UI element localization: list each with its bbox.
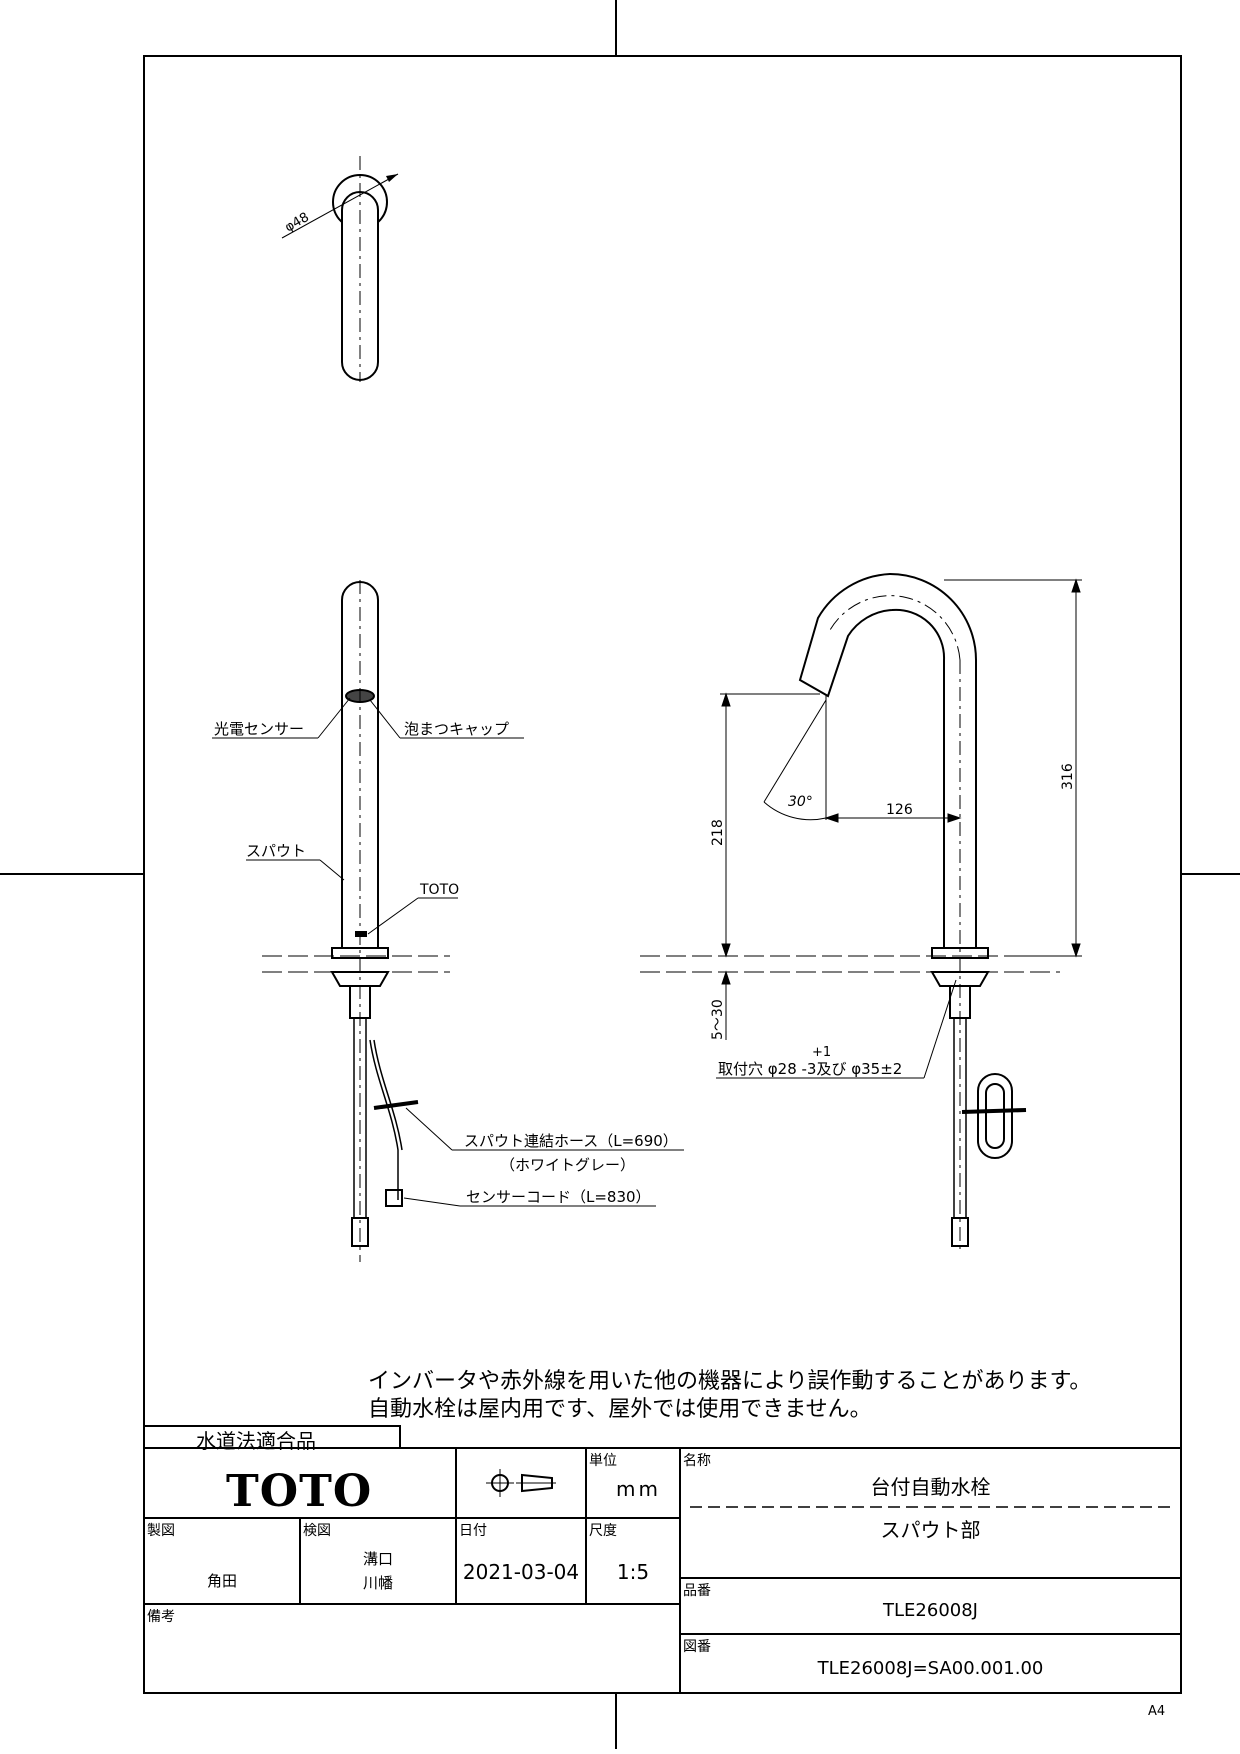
scale-label: 尺度: [589, 1523, 617, 1539]
remarks-label: 備考: [147, 1609, 175, 1625]
unit-label: 単位: [589, 1453, 617, 1469]
top-view: [281, 156, 399, 382]
name-label: 名称: [683, 1453, 711, 1469]
scale-value: 1:5: [616, 1560, 650, 1584]
date-label: 日付: [459, 1523, 487, 1539]
front-view: [262, 580, 450, 1262]
certification-label: 水道法適合品: [196, 1429, 316, 1453]
dim-5-30: 5〜30: [710, 999, 726, 1040]
hose-color-label: （ホワイトグレー）: [500, 1156, 635, 1174]
product-name: 台付自動水栓: [870, 1475, 991, 1499]
toto-mark-label: TOTO: [419, 882, 459, 898]
phi48-label: φ48: [283, 210, 312, 236]
product-subname: スパウト部: [880, 1518, 981, 1542]
front-leaders: [212, 697, 684, 1207]
dim-218: 218: [710, 819, 726, 846]
warning-note-2: 自動水栓は屋内用です、屋外では使用できません。: [368, 1397, 872, 1422]
mount-hole-tolerance: +1: [812, 1045, 831, 1060]
sensor-label: 光電センサー: [214, 720, 304, 738]
date-value: 2021-03-04: [462, 1560, 580, 1584]
toto-logo: TOTO: [226, 1466, 373, 1517]
side-view: [798, 572, 1027, 1250]
warning-note-1: インバータや赤外線を用いた他の機器により誤作動することがあります。: [368, 1369, 1092, 1394]
dim-316: 316: [1060, 763, 1076, 790]
side-dimensions: [640, 578, 1082, 1079]
angle-30: 30°: [788, 794, 813, 810]
checked-label: 検図: [303, 1523, 331, 1539]
drawn-label: 製図: [147, 1523, 175, 1539]
drawing-number-label: 図番: [683, 1639, 711, 1655]
checked-by-2: 川幡: [362, 1574, 393, 1592]
unit-value: mm: [616, 1477, 661, 1501]
mount-hole-label: 取付穴 φ28 -3及び φ35±2: [718, 1060, 902, 1078]
dim-126: 126: [886, 802, 913, 818]
spout-label: スパウト: [246, 842, 306, 860]
aerator-label: 泡まつキャップ: [404, 720, 509, 738]
drawing-number: TLE26008J=SA00.001.00: [817, 1658, 1044, 1679]
drawn-by: 角田: [206, 1572, 237, 1590]
cord-label: センサーコード（L=830）: [466, 1188, 651, 1206]
sheet-size: A4: [1148, 1704, 1166, 1719]
part-number-label: 品番: [683, 1583, 711, 1599]
part-number: TLE26008J: [883, 1600, 978, 1621]
title-block-lines: [143, 1425, 1181, 1693]
hose-label: スパウト連結ホース（L=690）: [464, 1132, 678, 1150]
checked-by-1: 溝口: [362, 1550, 393, 1568]
